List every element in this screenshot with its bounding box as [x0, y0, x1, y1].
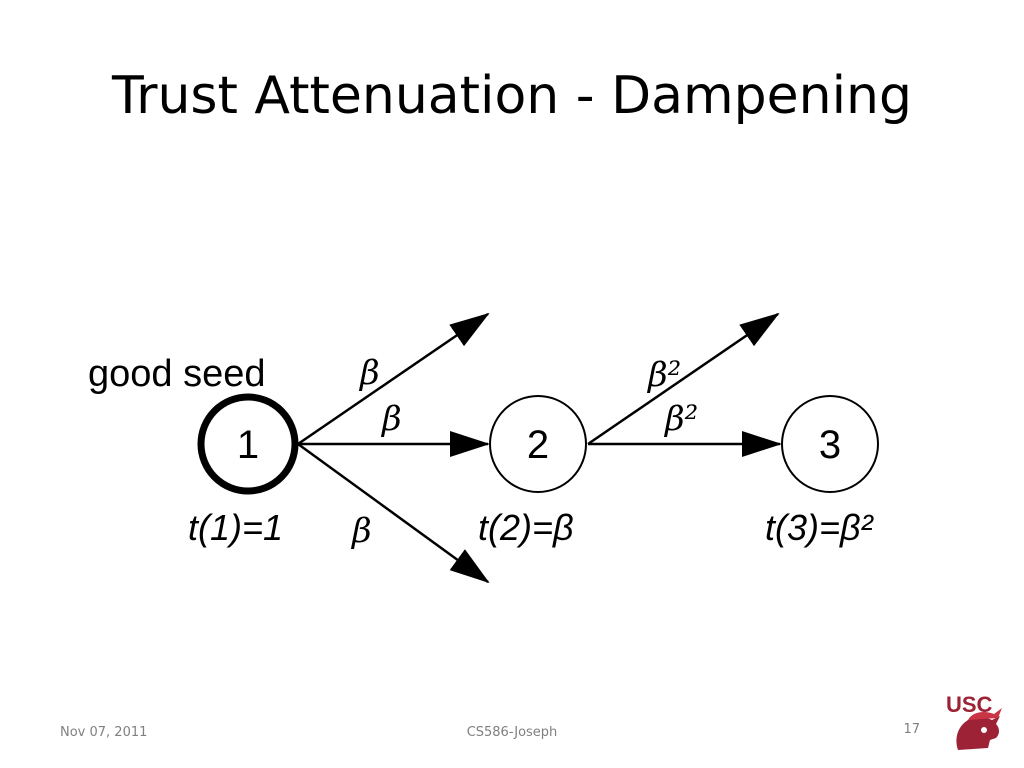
edge-label: β² — [663, 399, 698, 439]
seed-label: good seed — [88, 353, 266, 395]
page-number: 17 — [903, 722, 920, 737]
edge-label: β² — [646, 355, 681, 395]
footer-author: CS586-Joseph — [466, 725, 558, 740]
edge-1-out-up — [297, 312, 490, 446]
edge-2-out-up — [587, 312, 780, 446]
trojan-head-icon — [956, 708, 1002, 750]
slide-title: Trust Attenuation - Dampening — [111, 66, 913, 126]
footer-date: Nov 07, 2011 — [60, 725, 148, 740]
edge-label: β — [358, 353, 380, 393]
edge-label: β — [380, 399, 402, 439]
usc-logo: USC — [946, 692, 1002, 750]
edge-1-out-down — [297, 442, 490, 584]
node-1-circle — [197, 393, 299, 495]
edge-label: β — [350, 511, 372, 551]
node-2-label: 2 — [527, 423, 549, 467]
node-1-label: 1 — [237, 423, 259, 467]
trust-label-node-3: t(3)=β² — [765, 507, 875, 548]
trust-label-node-1: t(1)=1 — [188, 507, 283, 548]
trust-label-node-2: t(2)=β — [478, 507, 574, 548]
node-3-label: 3 — [819, 423, 841, 467]
node-3-circle — [781, 395, 879, 493]
node-2-circle — [489, 395, 587, 493]
